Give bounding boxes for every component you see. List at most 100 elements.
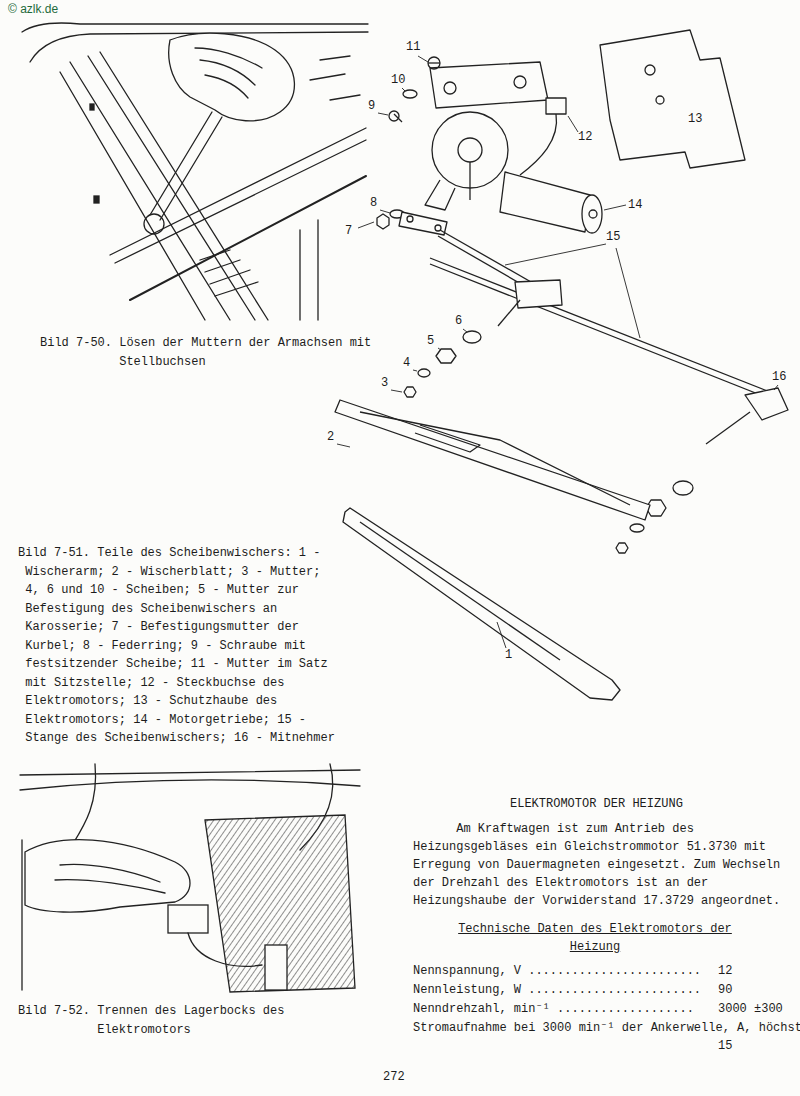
leader-lines [402, 88, 405, 91]
leader-lines [568, 116, 578, 132]
wiper-exploded-view [407, 216, 413, 222]
page-number: 272 [383, 1068, 405, 1086]
wiper-exploded-view [377, 214, 389, 229]
table-heading: Technische Daten des Elektromotors der H… [445, 920, 745, 956]
windshield-figure [90, 104, 94, 110]
wiper-exploded-view [645, 65, 655, 75]
table-cell: Nennleistung, W ........................ [413, 981, 701, 999]
motor-bracket-figure [265, 945, 287, 990]
wiper-exploded-view [415, 425, 480, 452]
wiper-exploded-view [389, 111, 399, 121]
wiper-exploded-view [404, 387, 416, 397]
wiper-exploded-view [436, 349, 456, 363]
wiper-exploded-view [630, 524, 644, 532]
wiper-exploded-view [469, 162, 470, 200]
callout-number: 7 [345, 224, 352, 238]
table-cell: 3000 ±300 [718, 1000, 783, 1018]
leader-lines [497, 622, 506, 648]
motor-bracket-figure [25, 840, 190, 912]
wiper-exploded-view [673, 481, 693, 495]
motor-bracket-figure [20, 780, 360, 790]
callout-number: 4 [403, 356, 410, 370]
windshield-figure [200, 250, 258, 296]
wiper-exploded-view [463, 331, 481, 343]
windshield-figure [195, 48, 262, 68]
wiper-exploded-view [589, 210, 597, 218]
wiper-exploded-view [444, 82, 456, 94]
wiper-exploded-view [514, 76, 526, 88]
figure-caption: Bild 7-50. Lösen der Muttern der Armachs… [40, 334, 385, 371]
motor-bracket-figure [21, 840, 22, 990]
wiper-exploded-view [399, 212, 447, 235]
callout-number: 6 [455, 314, 462, 328]
wiper-exploded-view [600, 30, 745, 168]
wiper-exploded-view [335, 400, 650, 520]
windshield-figure [150, 112, 212, 215]
windshield-figure [22, 23, 368, 320]
callout-number: 16 [772, 370, 786, 384]
leader-lines [337, 444, 350, 447]
wiper-exploded-view [745, 388, 788, 420]
motor-bracket-figure [168, 905, 208, 933]
windshield-figure [130, 176, 366, 300]
wiper-exploded-view [430, 62, 548, 108]
callout-number: 1 [505, 648, 512, 662]
motor-bracket-figure [20, 764, 360, 992]
table-cell: Nenndrehzahl, min⁻¹ ................... [413, 1000, 694, 1018]
section-heading: ELEKTROMOTOR DER HEIZUNG [510, 795, 683, 813]
leader-lines [438, 348, 441, 350]
wiper-exploded-view [428, 62, 440, 63]
windshield-figure [94, 196, 99, 203]
callout-number: 11 [406, 40, 420, 54]
callout-number: 15 [606, 230, 620, 244]
leader-lines [380, 210, 390, 213]
wiper-exploded-view [360, 522, 560, 660]
windshield-figure [115, 140, 366, 263]
leader-lines [337, 56, 778, 648]
callout-number: 13 [688, 112, 702, 126]
motor-bracket-figure [188, 933, 262, 966]
callout-number: 12 [578, 130, 592, 144]
windshield-figure [200, 60, 255, 85]
wiper-exploded-view [430, 264, 768, 398]
wiper-exploded-view [498, 300, 520, 326]
table-cell: 15 [718, 1037, 732, 1055]
callout-number: 8 [370, 196, 377, 210]
leader-lines [774, 385, 778, 390]
windshield-figure [144, 214, 164, 234]
wiper-exploded-view [403, 90, 417, 98]
wiper-exploded-view [428, 57, 440, 69]
wiper-exploded-view [706, 412, 750, 444]
windshield-figure [205, 75, 248, 98]
leader-lines [358, 222, 374, 228]
windshield-figure [169, 33, 295, 121]
watermark: © azlk.de [8, 2, 58, 16]
windshield-figure [22, 23, 368, 32]
figure-caption: Bild 7-52. Trennen des Lagerbocks des El… [18, 1002, 363, 1039]
wiper-exploded-view [546, 98, 566, 114]
table-cell: 90 [718, 981, 732, 999]
leader-lines [378, 113, 388, 115]
wiper-exploded-view [458, 138, 482, 162]
wiper-exploded-view [418, 369, 430, 377]
wiper-exploded-view [360, 412, 630, 505]
callout-number: 3 [381, 376, 388, 390]
windshield-figure [299, 230, 300, 320]
wiper-exploded-view [656, 96, 664, 104]
wiper-exploded-view [515, 280, 562, 308]
wiper-exploded-view [343, 508, 620, 700]
body-text: Am Kraftwagen ist zum Antrieb des Heizun… [413, 820, 785, 910]
callout-number: 10 [391, 73, 405, 87]
wiper-exploded-view [430, 258, 770, 392]
windshield-figure [60, 72, 205, 320]
leader-lines [505, 244, 606, 265]
wiper-exploded-view [520, 114, 557, 175]
leader-lines [391, 390, 402, 392]
wiper-exploded-view [335, 30, 788, 700]
leader-lines [616, 248, 640, 338]
callout-number: 5 [427, 334, 434, 348]
leader-lines [463, 329, 467, 332]
leader-lines [604, 205, 626, 210]
windshield-figure [160, 117, 222, 220]
leader-lines [418, 56, 428, 62]
